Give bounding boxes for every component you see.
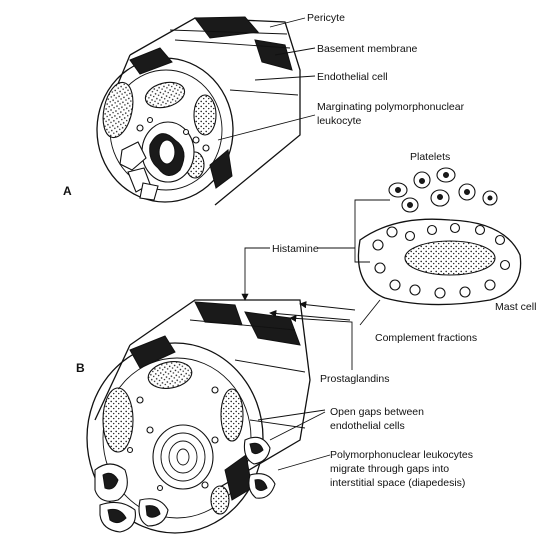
endothelial-cell-b bbox=[103, 388, 133, 452]
label-basement-membrane: Basement membrane bbox=[317, 43, 418, 55]
endothelial-cell-a bbox=[98, 80, 137, 141]
label-complement-fractions: Complement fractions bbox=[375, 332, 477, 344]
label-open-gaps-line2: endothelial cells bbox=[330, 420, 405, 432]
label-migrate-line3: interstitial space (diapedesis) bbox=[330, 477, 465, 489]
label-migrate-line1: Polymorphonuclear leukocytes bbox=[330, 449, 473, 461]
label-marginating-line1: Marginating polymorphonuclear bbox=[317, 101, 465, 113]
leader-lines-b bbox=[258, 410, 330, 470]
label-open-gaps-line1: Open gaps between bbox=[330, 406, 424, 418]
label-pericyte: Pericyte bbox=[307, 12, 345, 24]
mast-cell-nucleus bbox=[405, 241, 495, 275]
platelets bbox=[389, 168, 497, 212]
vessel-a bbox=[97, 17, 300, 205]
label-platelets: Platelets bbox=[410, 151, 450, 163]
leukocyte-b bbox=[153, 425, 213, 489]
label-histamine: Histamine bbox=[272, 243, 319, 255]
label-prostaglandins: Prostaglandins bbox=[320, 373, 389, 385]
label-marginating-line2: leukocyte bbox=[317, 115, 362, 127]
label-migrate-line2: migrate through gaps into bbox=[330, 463, 449, 475]
label-endothelial-cell: Endothelial cell bbox=[317, 71, 388, 83]
mediator-arrows bbox=[245, 200, 390, 370]
vessel-b bbox=[87, 300, 310, 533]
panel-label-a: A bbox=[63, 184, 72, 198]
panel-label-b: B bbox=[76, 361, 85, 375]
label-mast-cell: Mast cell bbox=[495, 301, 536, 313]
mast-cell bbox=[358, 219, 520, 304]
